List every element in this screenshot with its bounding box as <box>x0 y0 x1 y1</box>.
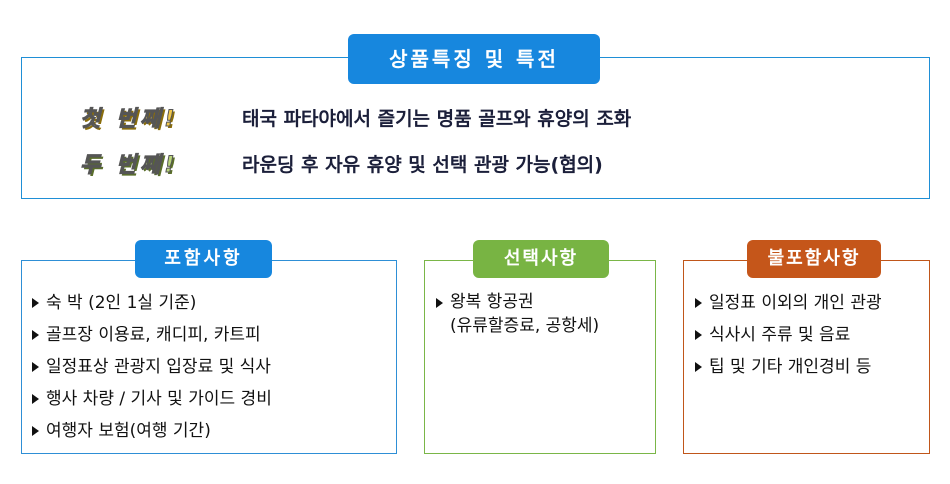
feature-row-1: 첫 번째! 태국 파타야에서 즐기는 명품 골프와 휴양의 조화 <box>22 102 929 133</box>
included-item-label: 여행자 보험(여행 기간) <box>46 421 211 441</box>
feature-text-first: 태국 파타야에서 즐기는 명품 골프와 휴양의 조화 <box>242 107 632 130</box>
list-item: 숙 박 (2인 1실 기준) <box>30 290 272 322</box>
included-item-label: 골프장 이용료, 캐디피, 카트피 <box>46 325 261 345</box>
excluded-item-label: 식사시 주류 및 음료 <box>709 325 851 345</box>
included-list: 숙 박 (2인 1실 기준) 골프장 이용료, 캐디피, 카트피 일정표상 관광… <box>30 290 272 450</box>
list-item: 골프장 이용료, 캐디피, 카트피 <box>30 322 272 354</box>
triangle-bullet-icon <box>32 426 39 436</box>
included-panel <box>21 260 397 454</box>
feature-ordinal-second: 두 번째! <box>79 153 179 179</box>
triangle-bullet-icon <box>436 298 443 308</box>
excluded-panel <box>683 260 930 454</box>
triangle-bullet-icon <box>32 298 39 308</box>
included-title-tag: 포함사항 <box>135 240 272 278</box>
list-item: 식사시 주류 및 음료 <box>693 322 882 354</box>
optional-item-line1: 왕복 항공권 <box>450 292 534 312</box>
excluded-item-label: 팁 및 기타 개인경비 등 <box>709 357 872 377</box>
optional-item-line2: (유류할증료, 공항세) <box>450 316 600 336</box>
triangle-bullet-icon <box>32 330 39 340</box>
triangle-bullet-icon <box>695 298 702 308</box>
features-title-tag: 상품특징 및 특전 <box>348 34 600 84</box>
included-item-label: 행사 차량 / 기사 및 가이드 경비 <box>46 389 272 409</box>
feature-ordinal-first: 첫 번째! <box>79 107 179 133</box>
feature-text-second: 라운딩 후 자유 휴양 및 선택 관광 가능(협의) <box>242 153 603 176</box>
excluded-list: 일정표 이외의 개인 관광 식사시 주류 및 음료 팁 및 기타 개인경비 등 <box>693 290 882 386</box>
optional-panel <box>424 260 656 454</box>
triangle-bullet-icon <box>695 362 702 372</box>
included-item-label: 숙 박 (2인 1실 기준) <box>46 293 197 313</box>
feature-row-2: 두 번째! 라운딩 후 자유 휴양 및 선택 관광 가능(협의) <box>22 148 929 179</box>
optional-title-tag: 선택사항 <box>473 240 609 278</box>
optional-list: 왕복 항공권 (유류할증료, 공항세) <box>434 290 599 338</box>
triangle-bullet-icon <box>32 362 39 372</box>
list-item: 일정표 이외의 개인 관광 <box>693 290 882 322</box>
list-item: 일정표상 관광지 입장료 및 식사 <box>30 354 272 386</box>
list-item: 팁 및 기타 개인경비 등 <box>693 354 882 386</box>
list-item: 왕복 항공권 (유류할증료, 공항세) <box>434 290 599 338</box>
excluded-item-label: 일정표 이외의 개인 관광 <box>709 293 882 313</box>
triangle-bullet-icon <box>695 330 702 340</box>
triangle-bullet-icon <box>32 394 39 404</box>
list-item: 여행자 보험(여행 기간) <box>30 418 272 450</box>
list-item: 행사 차량 / 기사 및 가이드 경비 <box>30 386 272 418</box>
excluded-title-tag: 불포함사항 <box>747 240 881 278</box>
included-item-label: 일정표상 관광지 입장료 및 식사 <box>46 357 271 377</box>
